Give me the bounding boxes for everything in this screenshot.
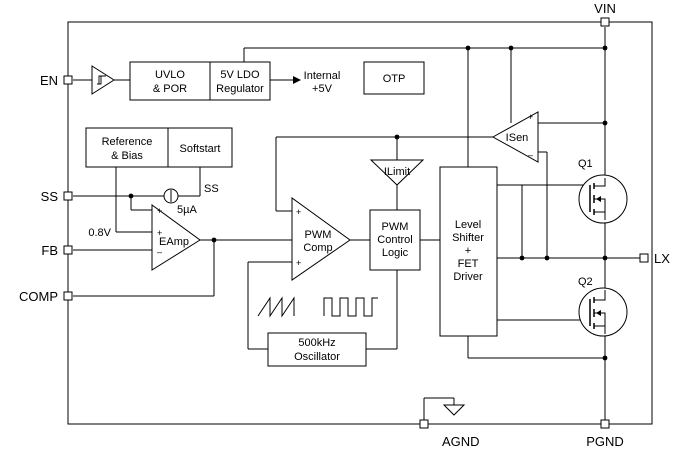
- osc-line2: Oscillator: [294, 351, 340, 363]
- en-pin: [63, 75, 73, 85]
- current-source: [163, 188, 179, 204]
- oscillator-block: [267, 332, 367, 367]
- fet-driver-block: [439, 166, 498, 337]
- current-source-label: 5µA: [177, 204, 197, 216]
- q1-transistor: [578, 174, 628, 224]
- internal-line1: Internal: [304, 70, 341, 82]
- pwm-logic-line3: Logic: [382, 247, 409, 259]
- junction-dots: [128, 45, 608, 361]
- pwm-comparator: [291, 197, 351, 281]
- ground-icon: [442, 404, 466, 416]
- pwm-logic-line1: PWM: [382, 221, 409, 233]
- comp-pin: [63, 291, 73, 301]
- sawtooth-icon: [257, 296, 295, 318]
- agnd-pin-label: AGND: [442, 434, 480, 449]
- pwm-comp-line2: Comp: [303, 242, 332, 254]
- q2-transistor: [578, 287, 628, 337]
- driver-line2: Shifter: [452, 232, 484, 244]
- fb-pin: [63, 245, 73, 255]
- uvlo-line2: & POR: [153, 83, 187, 95]
- pgnd-pin: [600, 419, 610, 429]
- pwm-logic-line2: Control: [377, 234, 412, 246]
- isen-plus: +: [528, 112, 533, 122]
- otp-block: [363, 61, 425, 95]
- osc-line1: 500kHz: [298, 337, 335, 349]
- reference-bias-block: [85, 127, 169, 168]
- driver-line3: +: [465, 245, 471, 257]
- chip-outline: [67, 21, 653, 425]
- comp-pin-label: COMP: [19, 289, 58, 304]
- q2-label: Q2: [578, 276, 593, 288]
- driver-line4: FET: [458, 258, 479, 270]
- ss-pin-label: SS: [41, 189, 59, 204]
- otp-label: OTP: [383, 73, 406, 85]
- internal-line2: +5V: [312, 83, 333, 95]
- ss-pin: [63, 191, 73, 201]
- vref-label: 0.8V: [88, 227, 111, 239]
- uvlo-por-block: [129, 61, 211, 101]
- driver-line1: Level: [455, 219, 481, 231]
- error-amplifier: [151, 204, 201, 271]
- wires: [73, 27, 640, 424]
- ref-line2: & Bias: [111, 150, 143, 162]
- pwm-comp-line1: PWM: [305, 229, 332, 241]
- eamp-label: EAmp: [159, 236, 189, 248]
- fb-pin-label: FB: [41, 243, 58, 258]
- ldo-block: [209, 61, 271, 101]
- vin-pin: [600, 17, 610, 27]
- schmitt-buffer: [91, 65, 115, 95]
- eamp-plus2: +: [157, 228, 162, 238]
- hysteresis-icon: [97, 75, 106, 85]
- ss-internal-label: SS: [204, 183, 219, 195]
- ldo-line1: 5V LDO: [220, 69, 260, 81]
- agnd-pin: [419, 419, 429, 429]
- current-sense-amp: [491, 111, 539, 163]
- lx-pin-label: LX: [654, 251, 670, 266]
- ldo-line2: Regulator: [216, 83, 264, 95]
- uvlo-line1: UVLO: [155, 69, 185, 81]
- ref-line1: Reference: [102, 136, 153, 148]
- driver-line5: Driver: [453, 271, 483, 283]
- eamp-minus: –: [157, 247, 162, 257]
- en-pin-label: EN: [40, 73, 58, 88]
- lx-pin: [639, 253, 649, 263]
- pwm-logic-block: [369, 209, 421, 271]
- isen-label: ISen: [506, 132, 529, 144]
- square-wave-icon: [323, 297, 378, 317]
- pwm-comp-plus: +: [296, 207, 301, 217]
- eamp-plus1: +: [157, 206, 162, 216]
- q1-label: Q1: [578, 158, 593, 170]
- ilimit-comparator: [369, 159, 425, 186]
- ilimit-label: ILimit: [384, 166, 410, 178]
- pgnd-pin-label: PGND: [586, 434, 624, 449]
- softstart-label: Softstart: [180, 143, 221, 155]
- isen-minus: –: [528, 150, 533, 160]
- softstart-block: [167, 127, 233, 168]
- vin-pin-label: VIN: [594, 1, 616, 16]
- pwm-comp-plus2: +: [296, 258, 301, 268]
